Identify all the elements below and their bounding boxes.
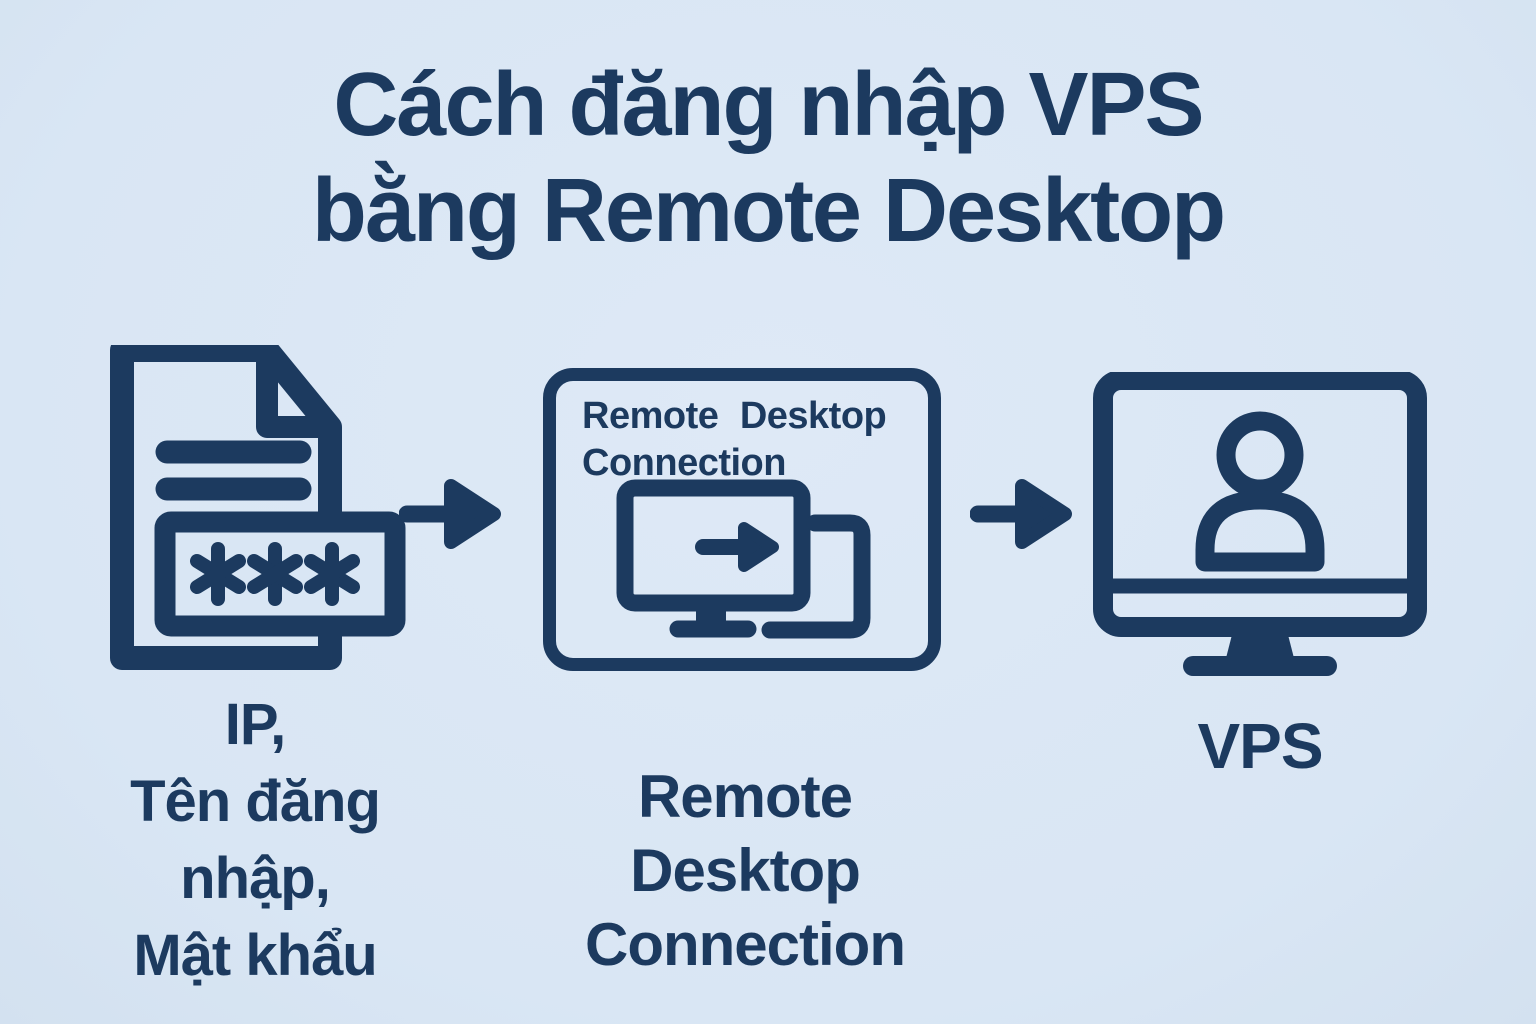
title-line-2: bằng Remote Desktop: [311, 161, 1226, 261]
remote-desktop-window-icon: Remote Desktop Connection: [543, 368, 941, 671]
label-line: IP,: [224, 692, 286, 757]
arrow-head: [444, 479, 501, 549]
arrow-right-icon: [399, 479, 501, 549]
rdc-arrow-head: [738, 522, 779, 572]
label-line: Desktop: [630, 837, 861, 904]
label-line: Remote: [637, 763, 853, 830]
document-password-icon: [110, 338, 406, 670]
rdc-window-title: Remote Desktop Connection: [582, 393, 887, 487]
page-title: Cách đăng nhập VPS bằng Remote Desktop: [0, 52, 1536, 264]
rdc-window-title-line1: Remote Desktop: [582, 395, 887, 437]
arrow-head: [1015, 479, 1072, 549]
vps-monitor-stand: [1225, 627, 1295, 662]
vps-step: [1093, 370, 1427, 682]
rdc-window-title-line2: Connection: [582, 442, 786, 484]
document-fold: [256, 350, 330, 438]
user-body: [1195, 490, 1325, 572]
monitor-arrow-icon: [616, 479, 871, 639]
password-asterisks: [190, 542, 360, 606]
label-line: VPS: [1197, 710, 1323, 782]
credentials-label: IP, Tên đăng nhập, Mật khẩu: [40, 686, 470, 994]
credentials-step: [110, 338, 410, 695]
arrow-right-icon: [970, 479, 1072, 549]
title-line-1: Cách đăng nhập VPS: [333, 55, 1204, 155]
rdc-second-screen: [761, 514, 871, 639]
monitor-user-icon: [1093, 370, 1427, 676]
label-line: Mật khẩu: [133, 923, 377, 988]
label-line: nhập,: [180, 846, 331, 911]
user-head: [1216, 411, 1304, 499]
rdc-label: Remote Desktop Connection: [530, 760, 960, 982]
label-line: Connection: [585, 911, 906, 978]
vps-label: VPS: [1110, 710, 1410, 782]
label-line: Tên đăng: [130, 769, 381, 834]
